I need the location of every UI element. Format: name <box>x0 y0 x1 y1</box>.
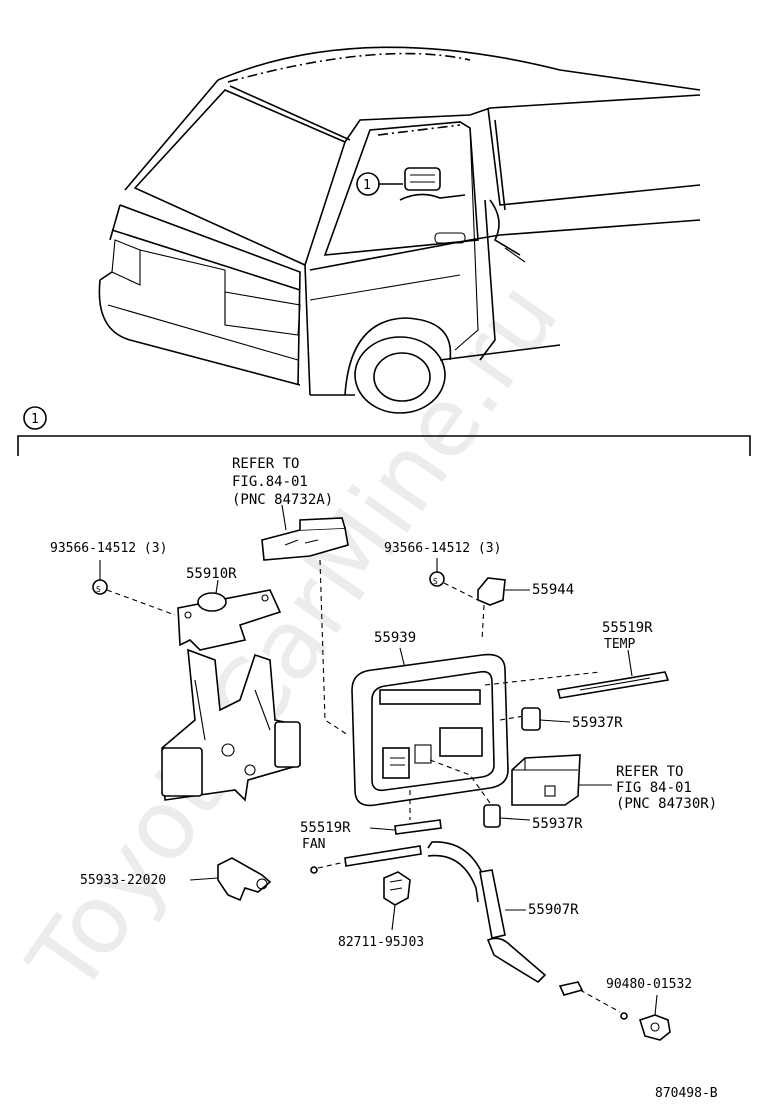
part-90480-label: 90480-01532 <box>606 977 692 992</box>
relay-84732a <box>261 504 349 561</box>
latch-55933 <box>189 857 272 902</box>
callout-marker: 1 <box>356 172 403 196</box>
part-55519r-fan-label: 55519R <box>300 820 351 836</box>
section-marker: 1 <box>31 412 39 427</box>
part-55519r-temp-label: 55519R <box>602 620 653 636</box>
bolt-left-label: 93566-14512 (3) <box>50 541 167 556</box>
refer-top-line1: REFER TO <box>232 456 299 472</box>
refer-top-line2: FIG.84-01 <box>232 474 308 490</box>
refer-top-line3: (PNC 84732A) <box>232 492 333 508</box>
panel-55939 <box>351 647 509 807</box>
part-55937r-bottom-label: 55937R <box>532 816 583 832</box>
connector-82711 <box>383 871 411 931</box>
cable-assembly <box>310 841 584 996</box>
refer-right-line3: (PNC 84730R) <box>616 796 717 812</box>
clip-55937r-top <box>521 707 571 731</box>
part-55933-label: 55933-22020 <box>80 873 166 888</box>
svg-text:S: S <box>433 577 438 586</box>
part-55944-label: 55944 <box>532 582 574 598</box>
section-frame: 1 <box>17 406 751 456</box>
part-55939-label: 55939 <box>374 630 416 646</box>
part-55907r-label: 55907R <box>528 902 579 918</box>
svg-text:1: 1 <box>363 178 371 193</box>
temp-label: TEMP <box>604 637 635 652</box>
clip-55937r-bottom <box>483 804 531 828</box>
bolt-right-label: 93566-14512 (3) <box>384 541 501 556</box>
strip-55519r-temp <box>557 649 670 699</box>
module-84730r <box>511 754 612 806</box>
part-55910r-label: 55910R <box>186 566 237 582</box>
van-illustration <box>98 46 701 414</box>
part-55937r-top-label: 55937R <box>572 715 623 731</box>
strip-55519r-fan <box>369 819 442 835</box>
bolt-left: S <box>92 560 108 595</box>
bracket-55910r <box>161 579 301 802</box>
svg-text:S: S <box>96 585 101 594</box>
fastener-90480 <box>579 989 671 1041</box>
drawing-number: 870498-B <box>655 1086 718 1101</box>
bolt-right: S <box>429 558 445 587</box>
refer-right-line2: FIG 84-01 <box>616 780 692 796</box>
refer-right-line1: REFER TO <box>616 764 683 780</box>
clip-55944 <box>477 577 530 606</box>
part-82711-label: 82711-95J03 <box>338 935 424 950</box>
fan-label: FAN <box>302 837 325 852</box>
